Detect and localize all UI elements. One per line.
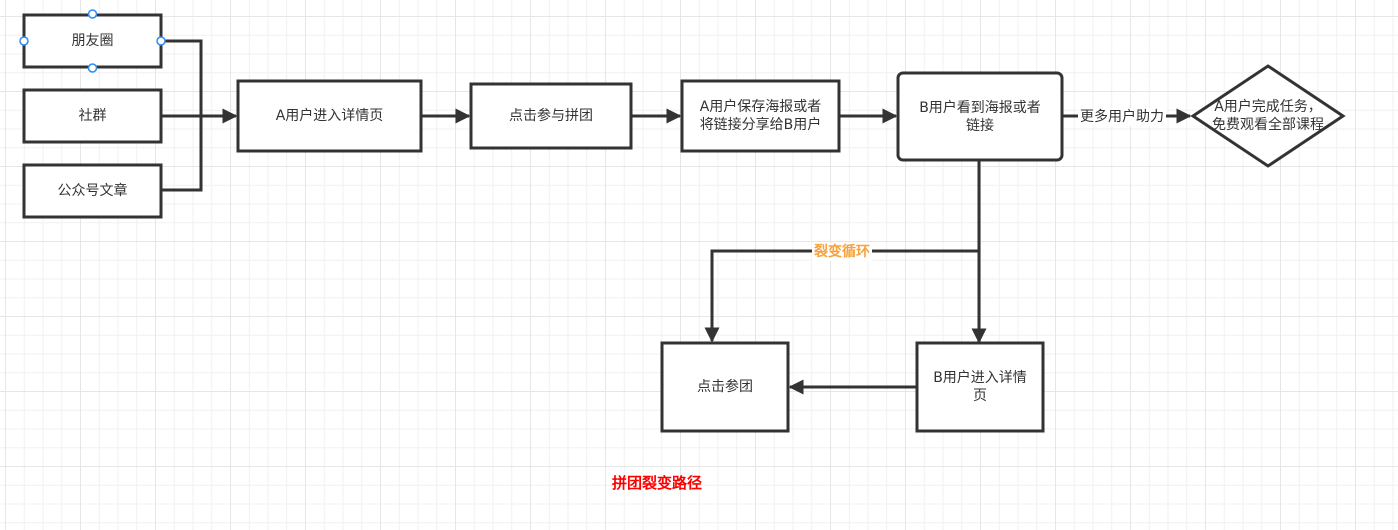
node-a-share[interactable] — [680, 79, 841, 153]
edge-label-loop: 裂变循环 — [812, 243, 872, 261]
handle-left[interactable] — [19, 36, 29, 46]
diagram-title: 拼团裂变路径 — [612, 474, 703, 492]
node-label-b-enter: B用户进入详情页 — [933, 370, 1027, 404]
edge-article-to-merge — [161, 116, 203, 192]
node-a-enter[interactable] — [236, 79, 423, 153]
node-label-moments: 朋友圈 — [71, 33, 114, 49]
node-b-enter[interactable] — [915, 341, 1045, 433]
node-label-a-complete: A用户完成任务，免费观看全部课程 — [1212, 99, 1324, 133]
edge-label-more-help: 更多用户助力 — [1078, 108, 1166, 126]
node-article[interactable] — [22, 163, 163, 219]
node-a-complete[interactable] — [1190, 64, 1346, 168]
node-label-a-share: A用户保存海报或者将链接分享给B用户 — [699, 99, 822, 133]
node-join-group[interactable] — [469, 82, 633, 150]
handle-top[interactable] — [87, 9, 98, 19]
node-label-click-join: 点击参团 — [697, 379, 753, 395]
node-b-see[interactable] — [896, 71, 1064, 162]
edge-moments-to-merge — [161, 39, 203, 116]
node-label-join-group: 点击参与拼团 — [509, 108, 593, 124]
edge-loop-to-click-join — [704, 249, 979, 343]
node-label-community: 社群 — [78, 108, 107, 124]
handle-bottom[interactable] — [87, 63, 98, 73]
node-label-b-see: B用户看到海报或者链接 — [919, 99, 1041, 134]
node-click-join[interactable] — [660, 341, 790, 433]
node-label-article: 公众号文章 — [57, 183, 128, 199]
selection-handles[interactable] — [19, 9, 166, 73]
node-label-a-enter: A用户进入详情页 — [275, 108, 384, 124]
handle-right[interactable] — [156, 36, 166, 46]
node-community[interactable] — [22, 88, 163, 144]
